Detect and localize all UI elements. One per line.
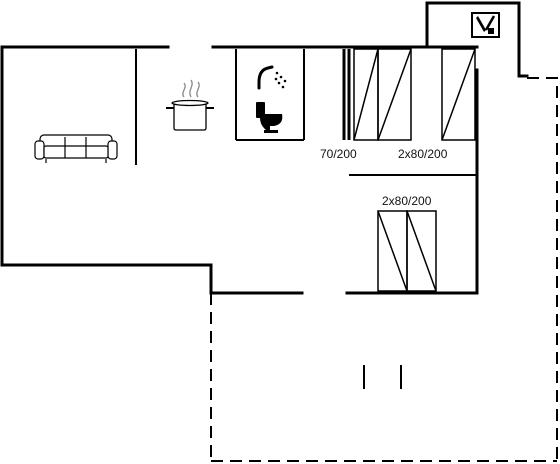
double-bed-size-label: 2x80/200 <box>398 147 448 161</box>
single-bed-size-label: 70/200 <box>320 147 357 161</box>
cooking-pot-icon <box>166 79 214 131</box>
alcove-bed-size-label: 2x80/200 <box>382 194 432 208</box>
sofa-icon <box>34 134 118 163</box>
interior-walls <box>135 49 477 176</box>
terrace-marks <box>363 365 402 389</box>
exterior-walls <box>0 1 529 295</box>
shower-icon <box>257 65 287 90</box>
toilet-icon <box>256 102 283 133</box>
terrace-outline <box>210 77 558 462</box>
alcove-beds <box>377 210 437 292</box>
double-bed <box>377 48 476 141</box>
utility-tools-icon <box>471 12 500 38</box>
